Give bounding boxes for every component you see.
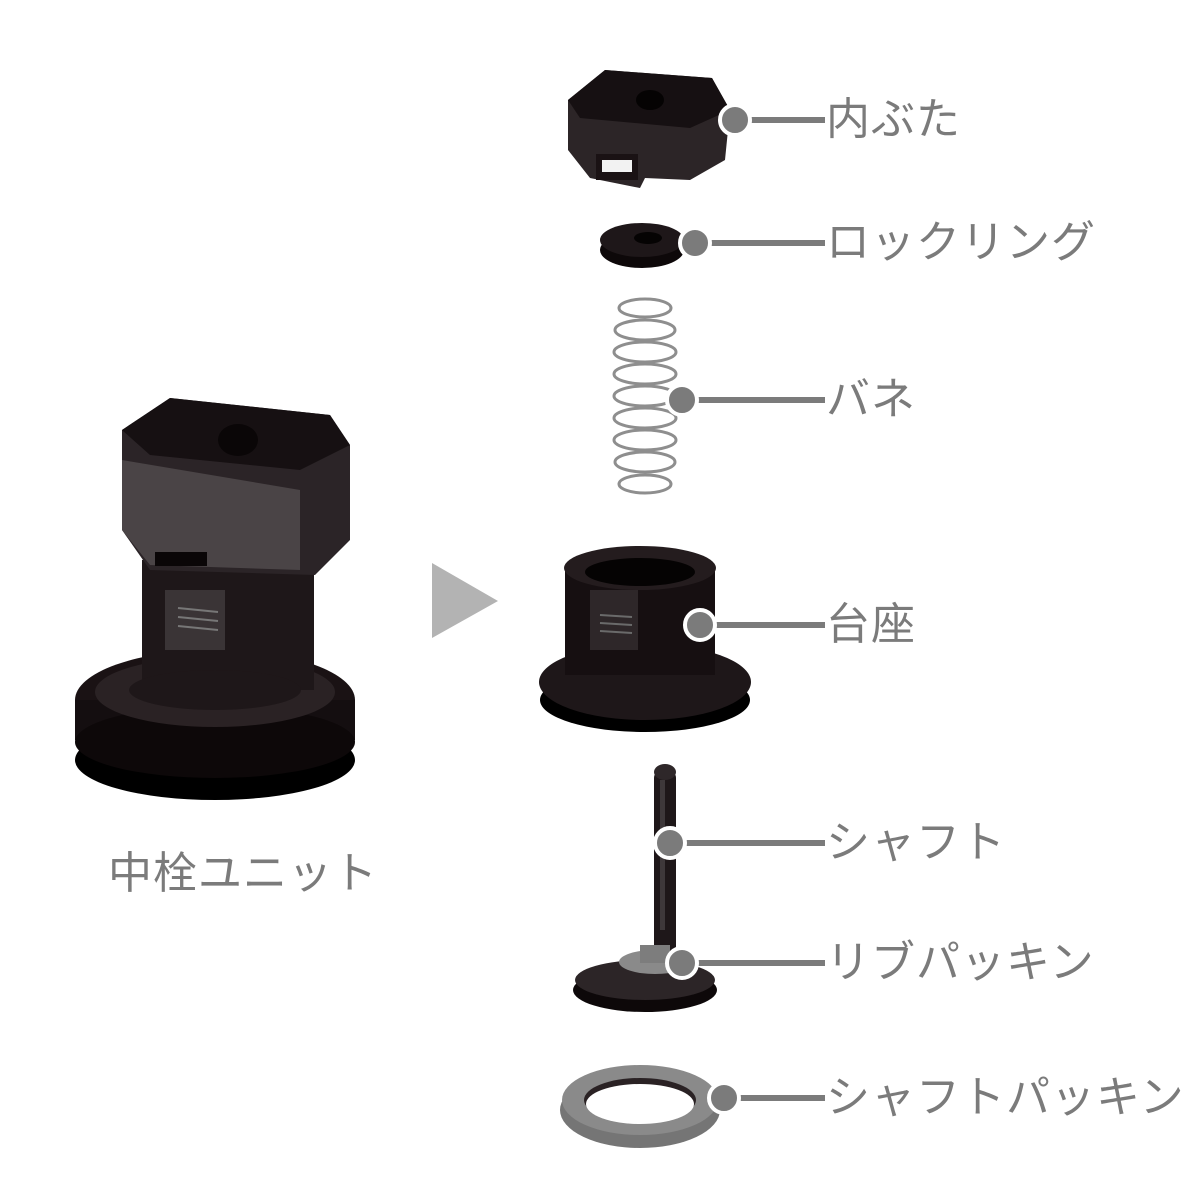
label-lock-ring: ロックリング	[826, 217, 1096, 268]
shaft-packing-image	[560, 1065, 720, 1148]
label-shaft: シャフト	[826, 817, 1006, 868]
assembled-unit-image	[75, 398, 355, 800]
arrow-icon	[432, 563, 498, 638]
label-inner-lid: 内ぶた	[826, 94, 961, 145]
label-spring: バネ	[826, 374, 916, 425]
base-seat-image	[539, 546, 751, 732]
label-rib-packing: リブパッキン	[826, 937, 1095, 988]
lock-ring-image	[600, 223, 684, 268]
label-assembled-unit: 中栓ユニット	[108, 848, 378, 899]
inner-lid-image	[568, 70, 730, 188]
label-shaft-packing: シャフトパッキン	[826, 1072, 1185, 1123]
spring-image	[612, 297, 678, 495]
label-base-seat: 台座	[826, 599, 916, 650]
shaft-image	[654, 764, 676, 960]
